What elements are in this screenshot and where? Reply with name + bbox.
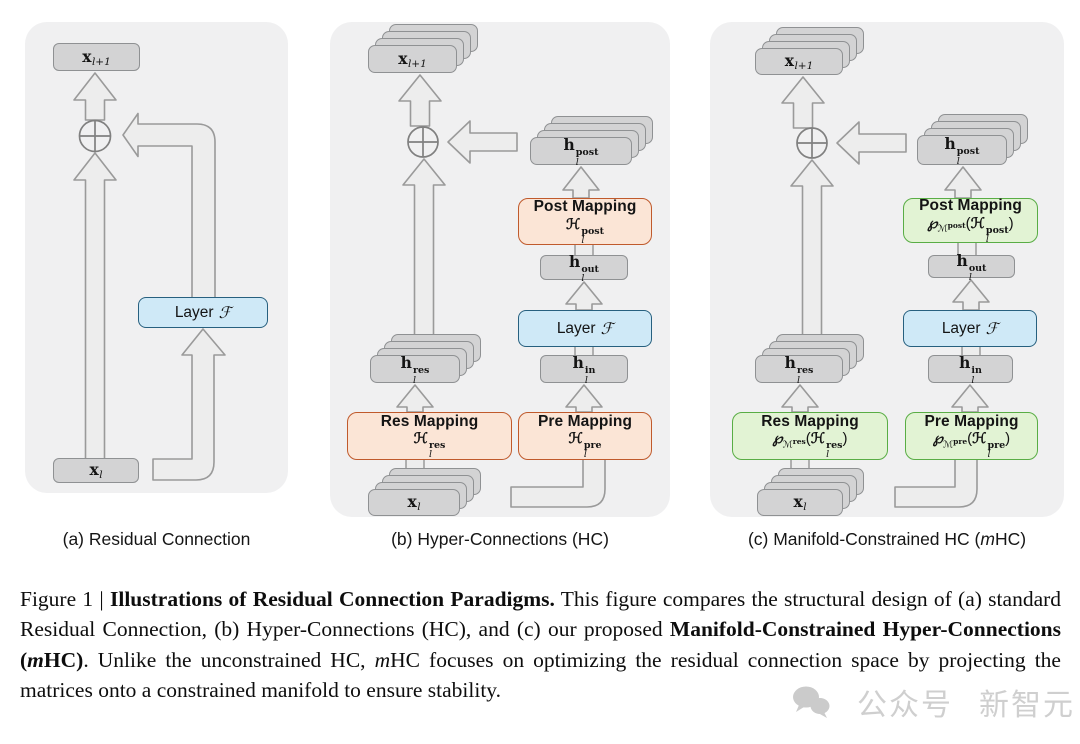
left-arrow — [836, 121, 907, 165]
x-in-stack: xl — [757, 468, 864, 516]
up-arrow-pipe — [152, 328, 226, 481]
x-out-stack: xl+1 — [755, 27, 864, 75]
watermark: 公众号 新智元 — [791, 680, 1075, 724]
panel-c-caption: (c) Manifold-Constrained HC (mHC) — [747, 529, 1027, 549]
up-arrow — [781, 76, 825, 129]
up-arrow — [396, 384, 434, 413]
up-arrow — [398, 74, 442, 127]
x-in-box: xl — [757, 489, 843, 516]
panel-a-wires — [73, 72, 226, 481]
x-out-box: xl+1 — [755, 48, 843, 75]
figure-caption: Figure 1 | Illustrations of Residual Con… — [20, 587, 1062, 703]
up-arrow — [944, 166, 982, 199]
x-in-box: xl — [53, 458, 139, 483]
up-arrow — [951, 384, 989, 413]
bend-pipe — [894, 457, 978, 508]
up-arrow — [952, 279, 990, 311]
watermark-text: 公众号 — [857, 689, 953, 722]
up-arrow — [565, 384, 603, 413]
up-arrow — [562, 166, 600, 199]
bend-pipe — [510, 457, 606, 508]
panel-a-caption: (a) Residual Connection — [62, 529, 251, 549]
panel-b-caption: (b) Hyper-Connections (HC) — [391, 529, 609, 549]
x-out-stack: xl+1 — [368, 24, 478, 73]
left-arrow — [447, 120, 518, 164]
up-arrow — [565, 281, 603, 311]
up-arrow — [73, 152, 117, 465]
up-arrow — [402, 158, 446, 361]
x-out-box: xl+1 — [53, 43, 140, 71]
up-arrow — [73, 72, 117, 121]
x-out-box: xl+1 — [368, 45, 457, 73]
up-arrow — [790, 159, 834, 361]
up-arrow — [781, 384, 819, 413]
watermark-text: 新智元 — [979, 689, 1075, 722]
wechat-bubbles-icon — [793, 686, 830, 718]
x-in-box: xl — [368, 489, 460, 516]
left-arrow-pipe — [122, 112, 216, 301]
x-in-stack: xl — [368, 468, 481, 516]
panel-b-wires — [396, 74, 606, 508]
